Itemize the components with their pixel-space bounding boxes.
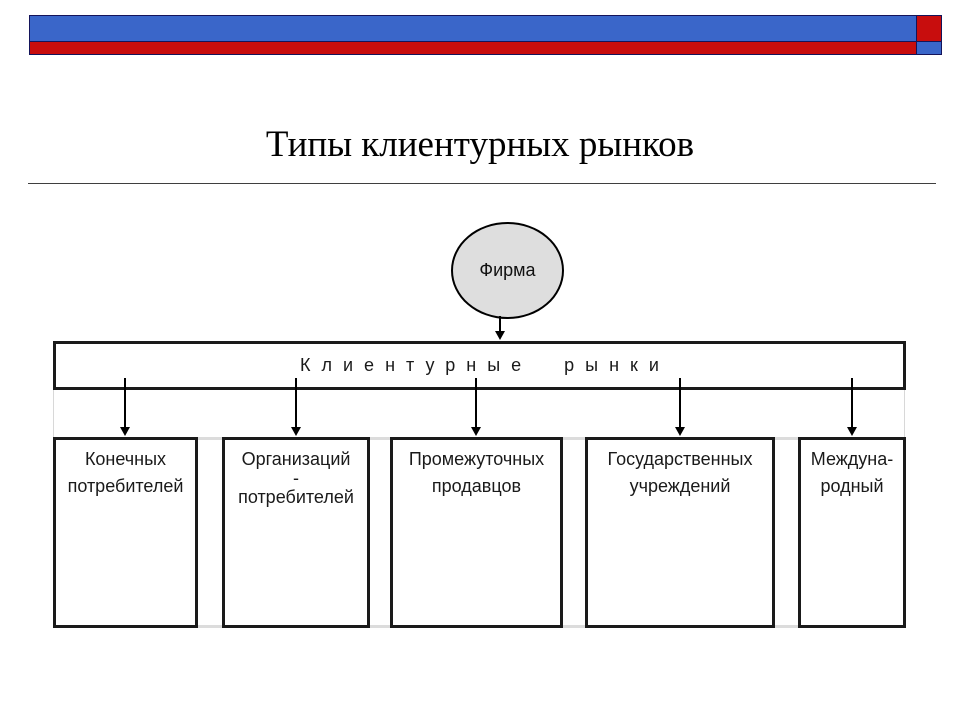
arrow-head: [291, 427, 301, 436]
client-markets-bar: Клиентурные рынки: [53, 341, 906, 390]
arrow-head: [120, 427, 130, 436]
arrow-shaft: [679, 378, 681, 427]
box-line: потребителей: [238, 487, 354, 507]
arrow-head: [471, 427, 481, 436]
header-bar-red: [29, 41, 917, 55]
arrow-down-icon: [120, 378, 130, 436]
arrow-shaft: [475, 378, 477, 427]
grid-segment: [370, 437, 390, 440]
page-title: Типы клиентурных рынков: [265, 124, 695, 165]
arrow-shaft: [124, 378, 126, 427]
grid-segment: [370, 625, 390, 628]
market-box-international: Междуна- родный: [798, 437, 906, 628]
arrow-shaft: [851, 378, 853, 427]
box-line: Конечных: [84, 449, 167, 469]
firm-ellipse-node: Фирма: [451, 222, 564, 319]
header-accent-blue-square: [916, 41, 942, 55]
grid-segment: [775, 437, 798, 440]
box-line: Промежуточных: [408, 449, 545, 469]
header-bar-blue: [29, 15, 917, 42]
market-box-final-consumers: Конечных потребителей: [53, 437, 198, 628]
market-box-organizational-consumers: Организаций - потребителей: [222, 437, 370, 628]
box-line: Государственных: [607, 449, 753, 469]
box-line: Организаций: [241, 449, 351, 469]
box-line: родный: [820, 476, 884, 496]
arrow-down-icon: [471, 378, 481, 436]
box-line: продавцов: [431, 476, 522, 496]
client-markets-label: Клиентурные рынки: [300, 355, 670, 375]
arrow-down-icon: [675, 378, 685, 436]
band-guide-right: [904, 390, 905, 437]
box-line: -: [293, 468, 299, 488]
market-box-government: Государственных учреждений: [585, 437, 775, 628]
arrow-head: [495, 331, 505, 340]
arrow-down-icon: [495, 316, 505, 340]
arrow-shaft: [499, 316, 501, 331]
arrow-head: [675, 427, 685, 436]
grid-segment: [198, 437, 222, 440]
box-line: потребителей: [67, 476, 184, 496]
grid-segment: [563, 437, 585, 440]
grid-segment: [563, 625, 585, 628]
firm-label: Фирма: [479, 260, 536, 280]
arrow-down-icon: [291, 378, 301, 436]
box-line: Междуна-: [810, 449, 894, 469]
arrow-down-icon: [847, 378, 857, 436]
box-line: учреждений: [629, 476, 731, 496]
title-divider: [28, 183, 936, 184]
arrow-head: [847, 427, 857, 436]
market-box-resellers: Промежуточных продавцов: [390, 437, 563, 628]
grid-segment: [775, 625, 798, 628]
arrow-shaft: [295, 378, 297, 427]
grid-segment: [198, 625, 222, 628]
band-guide-left: [53, 390, 54, 437]
header-accent-red-square: [916, 15, 942, 42]
